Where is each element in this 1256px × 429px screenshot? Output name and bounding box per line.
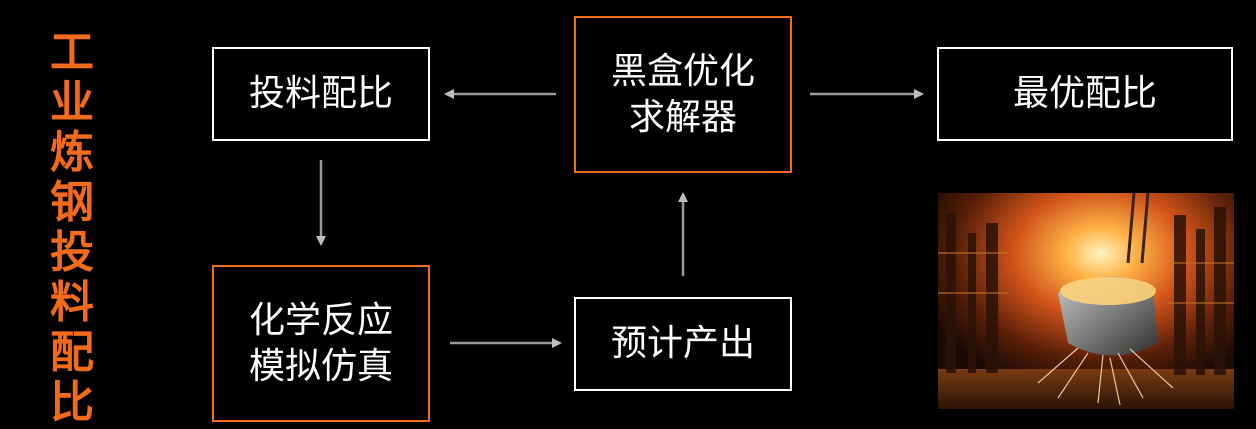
steel-furnace-image [938, 193, 1234, 409]
node-chem-sim-line1: 化学反应 [248, 299, 393, 341]
node-blackbox-solver: 黑盒优化 求解器 [574, 16, 792, 173]
node-blackbox-solver-line1: 黑盒优化 [610, 50, 755, 92]
node-predicted-output: 预计产出 [574, 297, 792, 391]
node-optimal-ratio-label: 最优配比 [1012, 73, 1157, 114]
node-optimal-ratio: 最优配比 [937, 47, 1233, 141]
node-chem-sim-line2: 模拟仿真 [248, 345, 393, 387]
node-feed-ratio-label: 投料配比 [248, 73, 393, 114]
node-predicted-output-label: 预计产出 [610, 323, 755, 364]
node-feed-ratio: 投料配比 [212, 47, 430, 141]
node-blackbox-solver-line2: 求解器 [628, 96, 737, 138]
vertical-title: 工业炼钢投料配比 [50, 27, 94, 428]
node-chem-sim: 化学反应 模拟仿真 [212, 265, 430, 422]
